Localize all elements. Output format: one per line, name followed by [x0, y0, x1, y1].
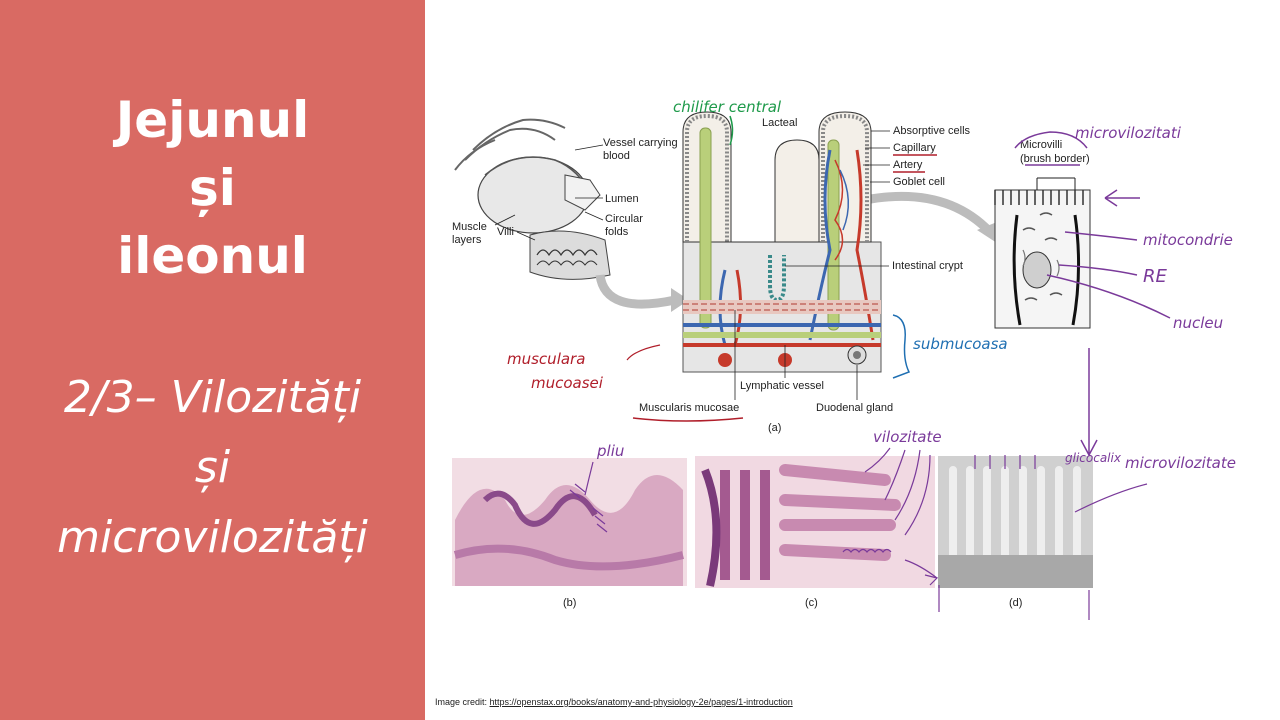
- title-line-2: și: [189, 159, 236, 217]
- annotation-microvilozitati-top: microvilozitati: [1075, 124, 1182, 142]
- micrograph-b: [452, 458, 687, 586]
- figure-panel: Vessel carrying blood Lumen Circular fol…: [425, 0, 1280, 720]
- annotation-submucoasa: submucoasa: [913, 335, 1008, 353]
- image-credit-link[interactable]: https://openstax.org/books/anatomy-and-p…: [489, 697, 793, 707]
- image-credit-prefix: Image credit:: [435, 697, 490, 707]
- label-muscle-layers-2: layers: [452, 234, 482, 246]
- annotation-chilifer-central: chilifer central: [673, 98, 782, 116]
- label-capillary: Capillary: [893, 142, 936, 154]
- arrow-head-villi: [671, 288, 689, 312]
- label-lymphatic-vessel: Lymphatic vessel: [740, 380, 824, 392]
- label-vessel-carrying-1: Vessel carrying: [603, 137, 678, 149]
- title-line-3: ileonul: [117, 227, 308, 285]
- subtitle-line-1: 2/3– Vilozități: [63, 372, 362, 423]
- label-absorptive-cells: Absorptive cells: [893, 125, 971, 137]
- label-muscle-layers-1: Muscle: [452, 221, 487, 233]
- annotation-glicocalix: glicocalix: [1065, 451, 1122, 465]
- label-panel-c: (c): [805, 597, 818, 609]
- subtitle-line-2: și: [194, 442, 231, 493]
- annotation-microvilozitate: microvilozitate: [1125, 454, 1236, 472]
- label-circular-folds-2: folds: [605, 226, 629, 238]
- title-panel: Jejunul și ileonul 2/3– Vilozități și mi…: [0, 0, 425, 720]
- subtitle-line-3: microvilozități: [57, 512, 368, 563]
- label-vessel-carrying-2: blood: [603, 150, 630, 162]
- image-credit: Image credit: https://openstax.org/books…: [435, 697, 793, 707]
- label-panel-a: (a): [768, 422, 781, 434]
- micrograph-d: [938, 456, 1093, 588]
- label-circular-folds-1: Circular: [605, 213, 643, 225]
- label-villi: Villi: [497, 226, 514, 238]
- label-microvilli-1: Microvilli: [1020, 139, 1062, 151]
- label-artery: Artery: [893, 159, 923, 171]
- villi-diagram: Vessel carrying blood Lumen Circular fol…: [452, 98, 1236, 620]
- annotation-pliu: pliu: [596, 442, 624, 460]
- label-lacteal: Lacteal: [762, 117, 797, 129]
- annotation-musculara-1: musculara: [507, 350, 585, 368]
- villus-diagram: [682, 111, 882, 373]
- arrow-to-villi: [595, 274, 676, 309]
- micrograph-c: [695, 456, 935, 588]
- label-muscularis-mucosae: Muscularis mucosae: [639, 402, 739, 414]
- label-duodenal-gland: Duodenal gland: [816, 402, 893, 414]
- absorptive-cell: [994, 177, 1091, 329]
- annotation-musculara-2: mucoasei: [531, 374, 604, 392]
- label-lumen: Lumen: [605, 193, 639, 205]
- annotation-re: RE: [1143, 266, 1168, 287]
- arrow-to-cell: [864, 191, 994, 236]
- label-microvilli-2: (brush border): [1020, 153, 1090, 165]
- annotation-vilozitate: vilozitate: [873, 428, 942, 446]
- annotation-mitocondrie: mitocondrie: [1143, 231, 1233, 249]
- label-panel-b: (b): [563, 597, 576, 609]
- annotation-nucleu: nucleu: [1173, 314, 1223, 332]
- arrow-head-cell: [977, 222, 1000, 245]
- title-line-1: Jejunul: [115, 91, 310, 149]
- label-intestinal-crypt: Intestinal crypt: [892, 260, 963, 272]
- intestine-overview: [454, 118, 611, 280]
- label-goblet-cell: Goblet cell: [893, 176, 945, 188]
- label-panel-d: (d): [1009, 597, 1022, 609]
